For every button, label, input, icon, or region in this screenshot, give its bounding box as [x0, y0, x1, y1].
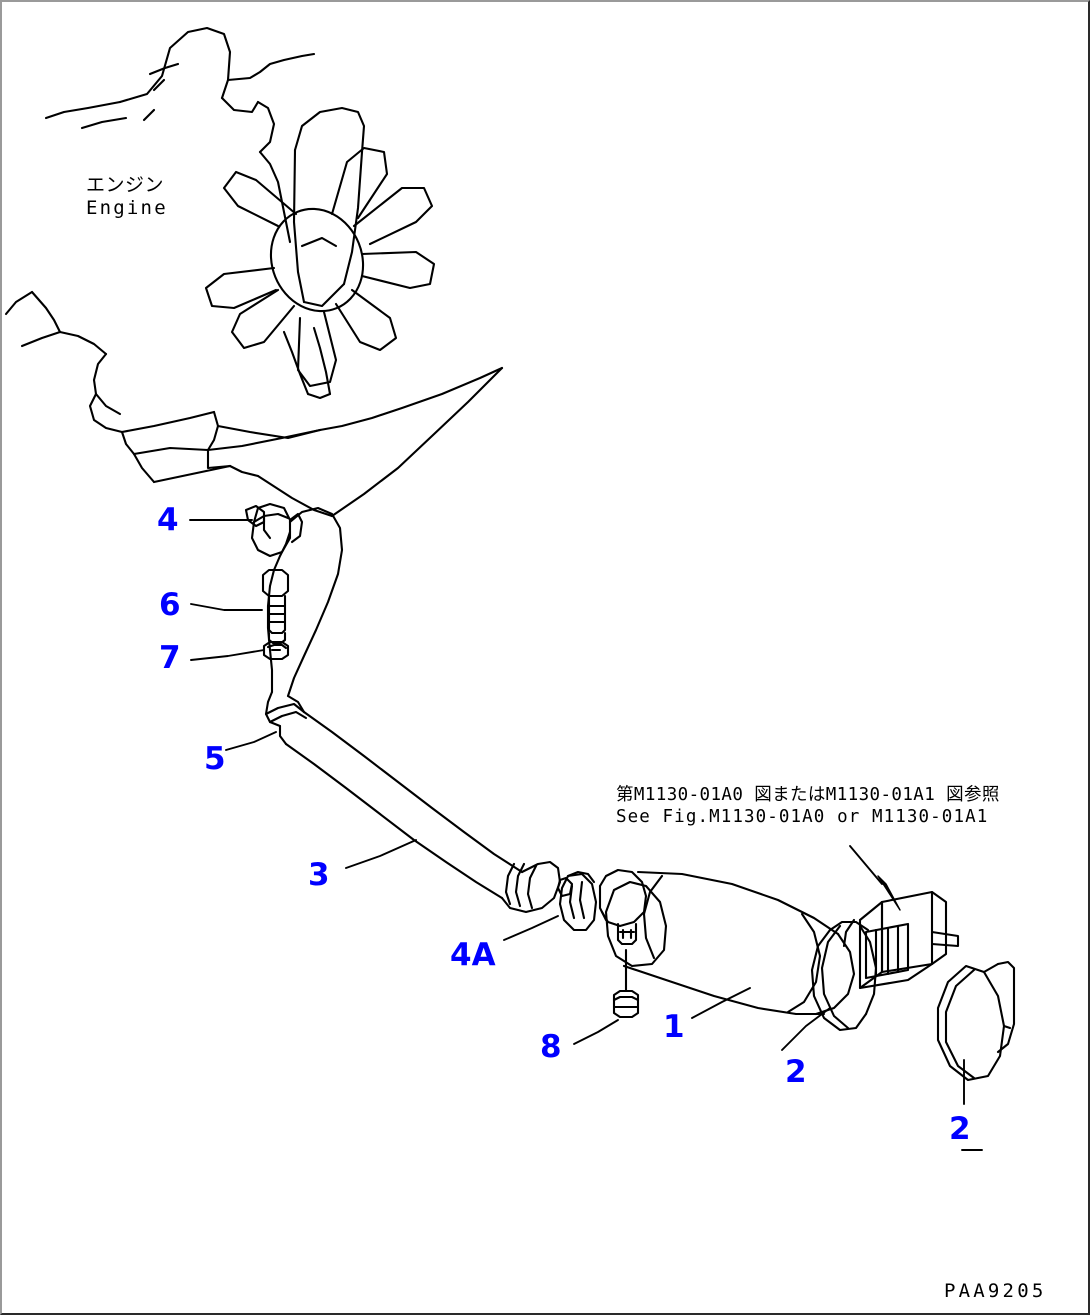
callout-1[interactable]: 1: [663, 1009, 685, 1045]
leader-lines: [189, 519, 983, 1151]
reference-note: 第M1130-01A0 図またはM1130-01A1 図参照 See Fig.M…: [616, 784, 1000, 828]
muffler-body-part-1: [598, 868, 856, 1016]
engine-label-english: Engine: [86, 197, 168, 219]
engine-block-illustration: [4, 26, 504, 518]
callout-4a[interactable]: 4A: [450, 937, 496, 973]
engine-label: エンジン Engine: [86, 174, 168, 220]
clamp-part-4: [244, 502, 304, 558]
nut-part-8: [612, 948, 640, 1019]
callout-5[interactable]: 5: [204, 741, 226, 777]
callout-8[interactable]: 8: [540, 1029, 562, 1065]
mounting-bracket: [842, 890, 960, 990]
reference-note-japanese: 第M1130-01A0 図またはM1130-01A1 図参照: [616, 785, 1000, 805]
reference-arrow: [849, 845, 901, 911]
clamp-band-part-2-outer: [936, 960, 1016, 1082]
clamp-part-4A: [556, 870, 598, 932]
callout-4[interactable]: 4: [157, 502, 179, 538]
engine-label-japanese: エンジン: [86, 174, 165, 196]
callout-2-outer[interactable]: 2: [949, 1111, 971, 1147]
cooling-fan: [204, 146, 436, 388]
callout-7[interactable]: 7: [159, 640, 181, 676]
bolt-part-6: [261, 568, 290, 645]
reference-note-english: See Fig.M1130-01A0 or M1130-01A1: [616, 807, 989, 827]
callout-6[interactable]: 6: [159, 587, 181, 623]
callout-2-inner[interactable]: 2: [785, 1054, 807, 1090]
exhaust-pipe-part-3: [264, 506, 562, 914]
callout-3[interactable]: 3: [308, 857, 330, 893]
washer-part-7: [262, 640, 290, 661]
page-code: PAA9205: [944, 1280, 1047, 1302]
